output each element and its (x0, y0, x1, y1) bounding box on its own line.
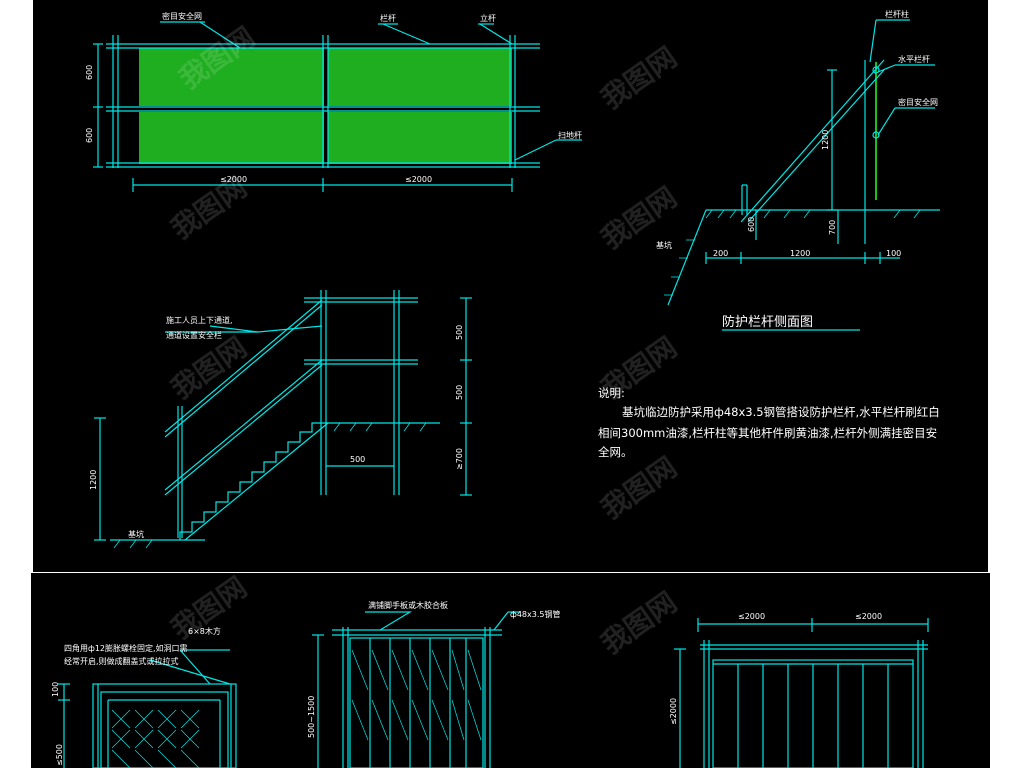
bottom-drawing-panel (31, 573, 990, 768)
side-label-net: 密目安全网 (898, 97, 938, 107)
side-view (667, 19, 940, 331)
stair-note-line2: 通道设置安全栏 (166, 330, 222, 340)
stair-hatching (113, 422, 427, 549)
front-span-left: ≤2000 (220, 175, 247, 184)
side-hatching (664, 209, 921, 296)
cover-note-line2: 经常开启,则做成翻盖式或拉拉式 (64, 656, 179, 666)
front-elevation (93, 21, 582, 192)
gate-dim-left: ≤2000 (738, 612, 765, 621)
front-dim-bottom: 600 (85, 128, 94, 143)
shaft-dim-range: 500~1500 (307, 696, 316, 738)
mesh-panel-top-left (139, 48, 324, 106)
notes-line3: 全网。 (598, 445, 633, 459)
gate-dim-height: ≤2000 (669, 698, 678, 725)
stair-steps (179, 422, 324, 540)
stair-label-base: 基坑 (128, 529, 144, 539)
front-dim-top: 600 (85, 65, 94, 80)
side-dim-w2: 1200 (790, 249, 810, 258)
side-label-post: 栏杆柱 (885, 9, 909, 19)
shaft-guard-hatch (351, 649, 482, 741)
side-dim-lower: 700 (828, 220, 837, 235)
hole-cover-hatch (111, 709, 200, 768)
front-label-mesh: 密目安全网 (162, 11, 202, 21)
stair-dim-b: 500 (455, 385, 464, 400)
stair-handrail-top (164, 299, 323, 433)
gate-dim-right: ≤2000 (855, 612, 882, 621)
hole-cover-detail (58, 649, 237, 768)
notes-line1: 基坑临边防护采用ф48x3.5钢管搭设防护栏杆,水平栏杆刷红白 (622, 405, 940, 419)
shaft-guard-detail (312, 611, 520, 768)
stair-dim-d: 500 (350, 455, 365, 464)
side-dim-height: 1200 (821, 130, 830, 150)
notes-line2: 相间300mm油漆,栏杆柱等其他杆件刷黄油漆,栏杆外侧满挂密目安 (598, 426, 937, 440)
side-dim-w3: 100 (886, 249, 901, 258)
cover-note-line1: 四角用ф12膨胀螺栓固定,如洞口需 (64, 643, 188, 653)
side-label-slope: 基坑 (656, 240, 672, 250)
mesh-panel-bottom-right (328, 112, 512, 164)
side-dim-w1: 200 (713, 249, 728, 258)
mesh-panel-bottom-left (139, 112, 324, 164)
stair-dim-height: 1200 (89, 470, 98, 490)
stair-handrail-mid (164, 359, 323, 491)
side-view-title: 防护栏杆侧面图 (722, 314, 813, 330)
stair-view (94, 290, 472, 541)
gate-elevation (674, 618, 929, 768)
cover-label-timber: 6×8木方 (188, 626, 221, 636)
front-label-post: 立杆 (480, 13, 496, 23)
stair-note-line1: 施工人员上下通道, (166, 315, 233, 325)
cover-dim-a: 100 (51, 682, 60, 697)
mesh-panel-top-right (328, 48, 512, 106)
notes-heading: 说明: (598, 386, 625, 400)
front-label-rail: 栏杆 (380, 13, 396, 23)
side-dim-post: 600 (747, 217, 756, 232)
stair-dim-c: ≥700 (455, 448, 464, 470)
side-brace (740, 59, 885, 223)
shaft-label-board: 满铺脚手板或木胶合板 (368, 600, 448, 610)
shaft-label-pipe: ф48x3.5钢管 (510, 609, 560, 619)
stair-dim-a: 500 (455, 325, 464, 340)
front-span-right: ≤2000 (405, 175, 432, 184)
cover-dim-b: ≤500 (55, 744, 64, 766)
side-label-rail: 水平栏杆 (898, 54, 930, 64)
front-label-kick: 扫地杆 (558, 130, 582, 140)
